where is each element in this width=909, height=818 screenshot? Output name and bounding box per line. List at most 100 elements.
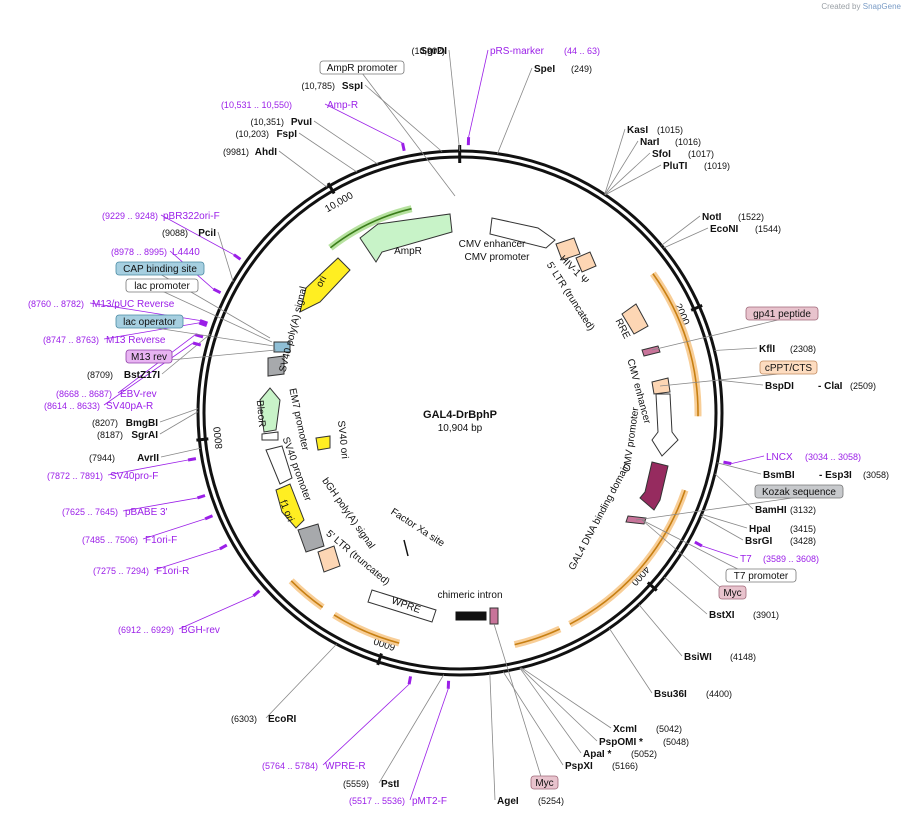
feature-box-label: Myc [535,778,553,789]
feature-box [319,60,405,75]
features [259,205,702,649]
feature-label: chimeric intron [437,590,502,601]
restriction-site-position: (5042) [656,724,682,734]
restriction-site-position: (6303) [231,714,257,724]
site-leader [521,667,612,729]
primer-name: F1ori-R [156,566,189,577]
feature-shape [621,303,649,335]
primer-range: (8668 .. 8687) [56,389,112,399]
primer-name: EBV-rev [120,389,157,400]
feature-box-label: T7 promoter [734,571,789,582]
primer-leader [103,342,194,406]
primer-mark [694,540,703,548]
restriction-site-name: AhdI [255,147,277,158]
restriction-site-name: BsrGI [745,536,772,547]
restriction-site-name: BstXI [709,610,735,621]
primer-range: (9229 .. 9248) [102,211,158,221]
site-leader [700,515,744,541]
factor-xa-mark [403,539,409,557]
site-leader [489,673,496,801]
restriction-site-position: (1017) [688,149,714,159]
feature-shape [315,435,331,451]
restriction-site-name: EcoNI [710,224,739,235]
restriction-site-name: SgrDI [420,46,447,57]
restriction-site-position: (10,203) [235,129,269,139]
primer-leader [178,595,254,630]
restriction-site-name: SgrAI [131,430,158,441]
feature-arc [333,614,400,644]
snapgene-brand: Created by SnapGene [821,2,901,11]
feature-shape [455,611,487,621]
primer-name: L4440 [172,247,200,258]
site-leader [661,215,701,246]
feature-shape [359,213,453,263]
site-leader [701,513,748,529]
restriction-site-position: (10,351) [250,117,284,127]
site-leader [714,347,758,351]
primer-leader [468,49,489,138]
restriction-site-name: SpeI [534,64,555,75]
feature-shape [297,523,325,553]
primer-leader [409,688,449,801]
site-leader [160,447,201,458]
feature-shape [275,483,305,529]
restriction-site-position: (9981) [223,147,249,157]
restriction-site-name: BsmBI [763,470,795,481]
primer-name: T7 [740,554,752,565]
restriction-site-position: (3428) [790,536,816,546]
primer-mark [196,494,206,500]
restriction-site-name: KasI [627,125,648,136]
restriction-site-name: BamHI [755,505,787,516]
site-leader [717,462,762,475]
primer-mark [198,321,208,327]
restriction-site-name: PluTI [663,161,688,172]
feature-shape [299,257,351,313]
restriction-site-name: NotI [702,212,722,223]
site-leader [278,150,328,188]
primer-name: Amp-R [327,100,358,111]
restriction-site-name: FspI [276,129,297,140]
site-leader [159,411,199,435]
primer-range: (7625 .. 7645) [62,507,118,517]
primer-leader [731,455,765,464]
restriction-site-name: BsiWI [684,652,712,663]
site-leader [519,667,582,754]
feature-box [718,585,747,600]
feature-shape [317,545,341,573]
plasmid-name: GAL4-DrBphP [423,409,497,421]
restriction-site-position: (5048) [663,737,689,747]
feature-box [115,314,184,329]
primer-name: LNCX [766,452,793,463]
primer-leader [117,334,196,394]
primer-name: SV40pA-R [106,401,153,412]
primer-mark [401,142,406,152]
restriction-site-name: AgeI [497,796,519,807]
tick-mark [690,303,703,312]
feature-shape [489,217,556,249]
restriction-site-position: (5254) [538,796,564,806]
feature-shape [265,445,293,485]
site-leader [638,604,683,657]
primer-name: pBABE 3' [125,507,168,518]
feature-box [125,349,173,364]
feature-label: AmpR [394,246,422,257]
primer-mark [192,341,202,347]
feature-box-label: lac operator [123,317,176,328]
primer-range: (6912 .. 6929) [118,625,174,635]
feature-box [745,306,819,321]
site-leader [520,667,598,742]
feature-label: BleoR [254,400,267,428]
feature-leader [361,72,456,197]
feature-box-label: CAP binding site [123,264,197,275]
feature-label: GAL4 DNA binding domain [567,461,633,572]
site-leader [663,227,709,249]
primer-name: F1ori-F [145,535,177,546]
primer-name: SV40pro-F [110,471,158,482]
primer-range: (5517 .. 5536) [349,796,405,806]
primer-leader [701,545,739,559]
restriction-site-position: (2308) [790,344,816,354]
restriction-site-position: (7944) [89,453,115,463]
feature-leader [493,623,545,789]
primer-name: WPRE-R [325,761,366,772]
feature-shape [651,393,679,457]
